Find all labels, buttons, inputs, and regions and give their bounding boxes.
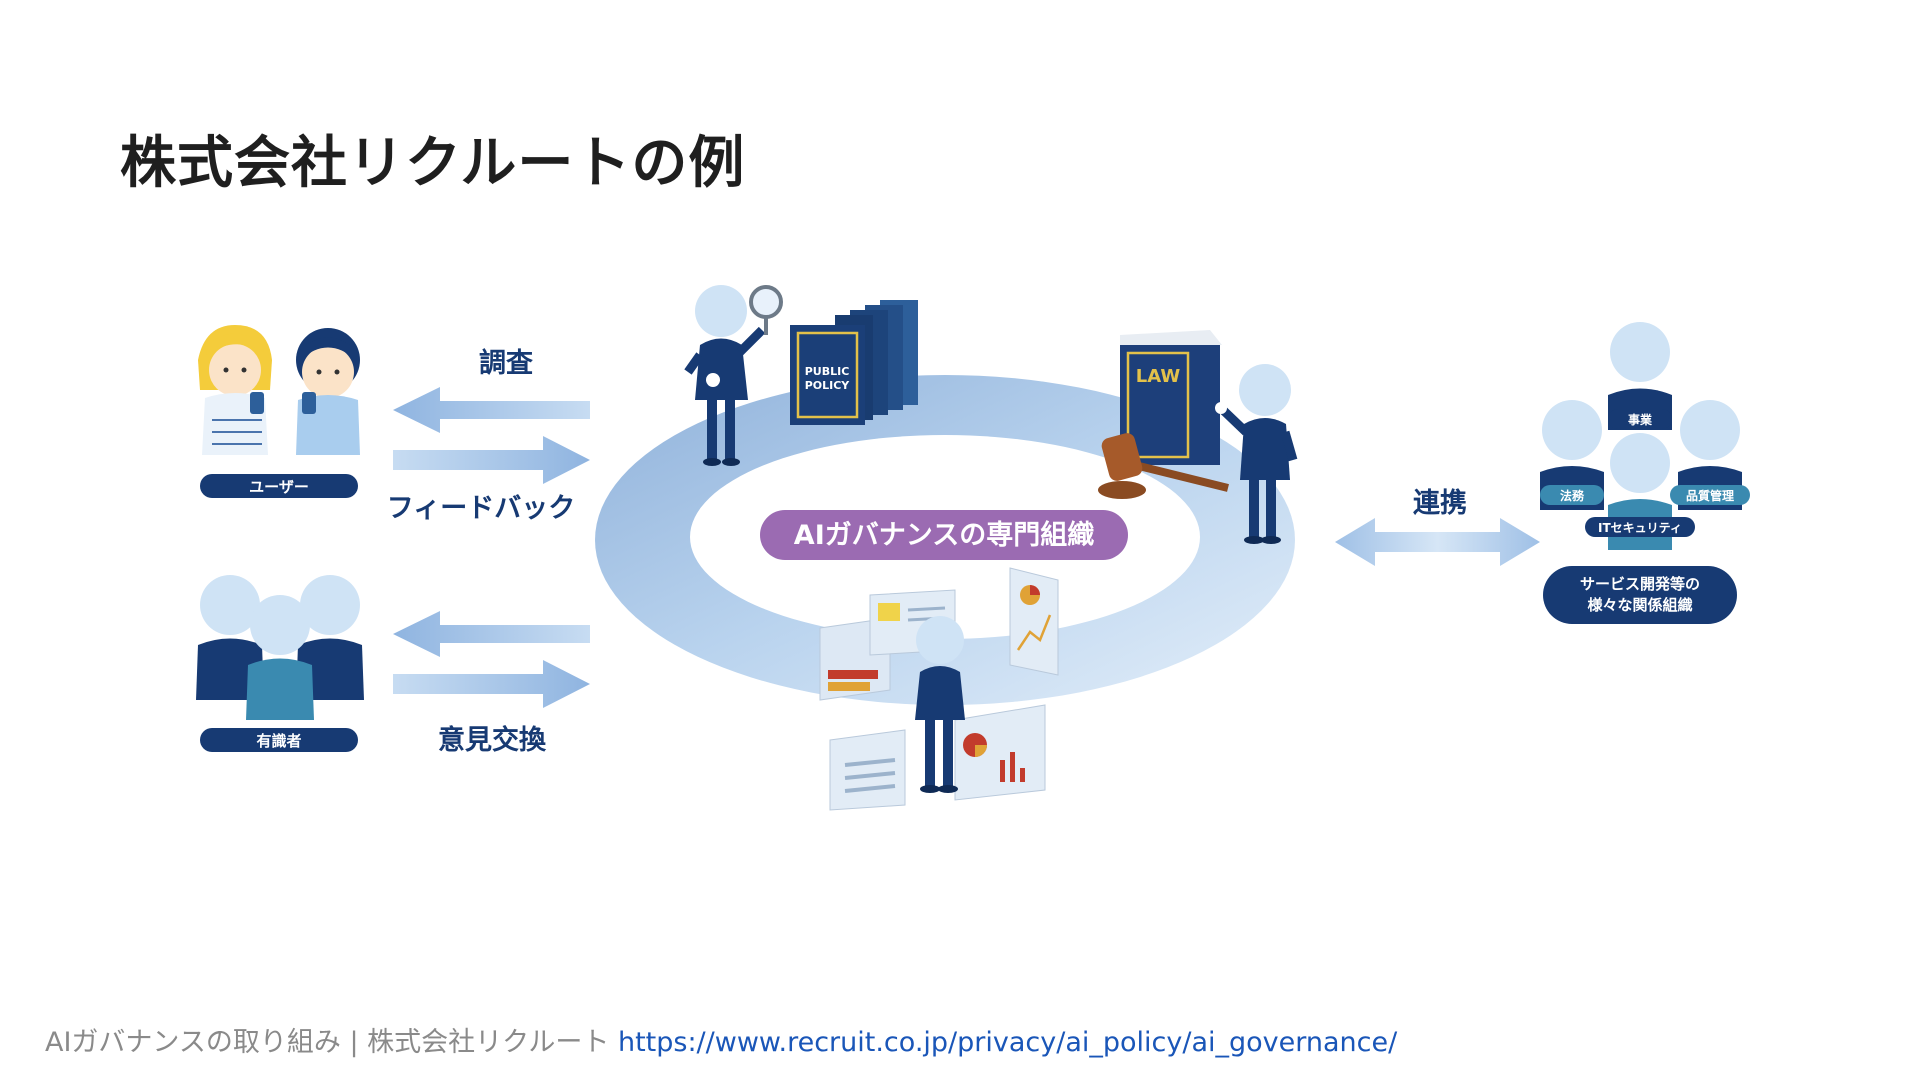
node-quality-badge: 品質管理 [1670, 485, 1750, 505]
source-footer: AIガバナンスの取り組み | 株式会社リクルート https://www.rec… [45, 1020, 1397, 1059]
node-quality: 品質管理 [1686, 488, 1734, 503]
page-title: 株式会社リクルートの例 [120, 131, 746, 196]
experts-badge: 有識者 [200, 728, 358, 752]
law-book-label: LAW [1136, 366, 1181, 387]
public-policy-books-icon: PUBLIC POLICY [790, 300, 918, 425]
gavel-icon [1098, 433, 1229, 499]
related-orgs-cluster-icon [1540, 322, 1742, 550]
experts-label: 有識者 [256, 732, 301, 750]
policy-book-line1: PUBLIC [805, 365, 850, 378]
analyst-screens-icon [819, 567, 1059, 811]
node-business-badge: 事業 [1608, 409, 1672, 429]
opinion-arrow-left [393, 611, 590, 657]
related-orgs-caption-line2: 様々な関係組織 [1587, 596, 1692, 614]
related-orgs-caption-line1: サービス開発等の [1580, 575, 1700, 593]
survey-label: 調査 [479, 347, 533, 379]
source-text: AIガバナンスの取り組み | 株式会社リクルート [45, 1027, 610, 1058]
law-book-icon: LAW [1120, 330, 1222, 465]
org-label-pill: AIガバナンスの専門組織 [760, 510, 1128, 560]
node-legal: 法務 [1560, 488, 1585, 503]
survey-arrow [393, 387, 590, 433]
opinion-arrow-right [393, 660, 590, 708]
feedback-arrow [393, 436, 590, 484]
investigator-figure-icon [684, 285, 783, 466]
node-it-badge: ITセキュリティ [1585, 517, 1695, 537]
node-legal-badge: 法務 [1540, 485, 1604, 505]
users-badge: ユーザー [200, 474, 358, 498]
node-it: ITセキュリティ [1598, 521, 1682, 535]
experts-figures-icon [196, 575, 364, 720]
policy-book-line2: POLICY [805, 379, 851, 392]
node-business: 事業 [1628, 412, 1653, 427]
collaboration-label: 連携 [1413, 488, 1467, 519]
legal-expert-figure-icon [1215, 364, 1298, 544]
opinion-label: 意見交換 [438, 724, 547, 756]
org-label: AIガバナンスの専門組織 [794, 519, 1094, 551]
related-orgs-caption-badge: サービス開発等の 様々な関係組織 [1543, 566, 1737, 624]
collaboration-double-arrow [1335, 518, 1540, 566]
users-figures-icon [198, 325, 360, 455]
source-link[interactable]: https://www.recruit.co.jp/privacy/ai_pol… [617, 1027, 1398, 1058]
feedback-label: フィードバック [387, 493, 575, 524]
users-label: ユーザー [249, 478, 309, 496]
